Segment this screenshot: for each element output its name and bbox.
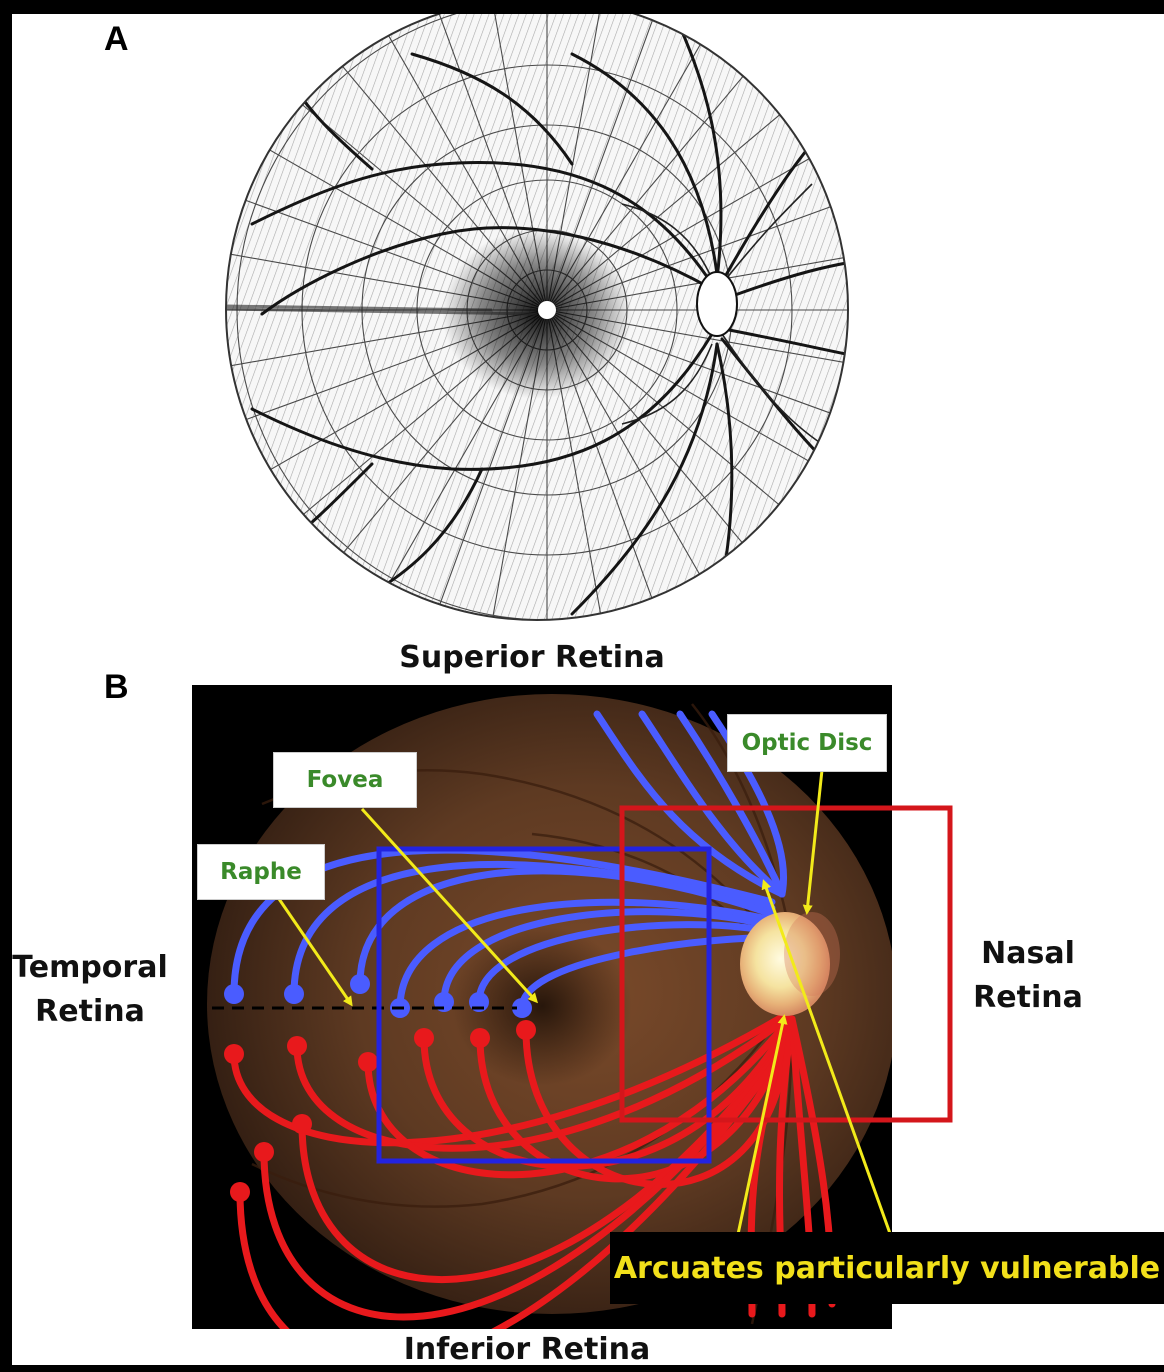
superior-fiber xyxy=(356,867,776,988)
superior-fiber xyxy=(290,860,776,998)
superior-retina-label: Superior Retina xyxy=(399,640,665,675)
inferior-retina-label: Inferior Retina xyxy=(403,1332,651,1367)
fiber-origin-dot xyxy=(224,1044,244,1064)
inferior-fiber xyxy=(293,1014,791,1152)
inferior-fiber xyxy=(364,1018,791,1179)
inferior-fiber xyxy=(476,1026,791,1183)
nasal-label-line1: Nasal xyxy=(981,936,1075,971)
fovea-callout: Fovea xyxy=(273,752,417,808)
fiber-origin-dot xyxy=(390,998,410,1018)
optic-disc-box xyxy=(619,805,953,1123)
inferior-fiber xyxy=(420,1022,791,1170)
panel-b-letter: B xyxy=(104,668,129,706)
retina-drawing xyxy=(225,14,849,621)
raphe-arrow xyxy=(275,895,353,1007)
fiber-origin-dot xyxy=(414,1028,434,1048)
figure-page: A xyxy=(12,14,1164,1367)
fiber-origin-dot xyxy=(292,1114,312,1134)
fiber-origin-dot xyxy=(224,984,244,1004)
nasal-retina-label: Nasal Retina xyxy=(958,932,1098,1020)
fiber-origin-dot xyxy=(254,1142,274,1162)
fiber-origin-dot xyxy=(516,1020,536,1040)
optic-disc-arrow xyxy=(802,769,824,915)
inferior-fiber xyxy=(522,1026,791,1188)
superior-fiber xyxy=(396,898,776,1012)
fovea-arrow xyxy=(360,807,539,1004)
optic-disc xyxy=(740,912,830,1016)
temporal-retina-label: Temporal Retina xyxy=(0,946,180,1034)
superior-fiber xyxy=(440,908,776,1006)
fiber-origin-dot xyxy=(358,1052,378,1072)
superior-fiber xyxy=(475,921,776,1006)
fiber-origin-dot xyxy=(469,992,489,1012)
arcuates-banner: Arcuates particularly vulnerable xyxy=(610,1232,1164,1304)
macula-box xyxy=(376,846,712,1164)
temporal-label-line2: Retina xyxy=(35,994,145,1029)
fiber-origin-dot xyxy=(434,992,454,1012)
fiber-origin-dot xyxy=(512,998,532,1018)
superior-fiber xyxy=(518,934,776,1012)
fiber-origin-dot xyxy=(470,1028,490,1048)
nasal-label-line2: Retina xyxy=(973,980,1083,1015)
banner-arrow-1 xyxy=(761,879,894,1240)
fiber-origin-dot xyxy=(230,1182,250,1202)
inferior-fiber xyxy=(236,1042,791,1329)
fiber-origin-dot xyxy=(350,974,370,994)
raphe-callout: Raphe xyxy=(197,844,325,900)
fiber-origin-dot xyxy=(284,984,304,1004)
optic-disc-callout: Optic Disc xyxy=(727,714,887,772)
inferior-fiber xyxy=(230,1010,791,1147)
panel-a-letter: A xyxy=(104,20,129,58)
fiber-origin-dot xyxy=(287,1036,307,1056)
temporal-label-line1: Temporal xyxy=(12,950,168,985)
banner-arrow-2 xyxy=(735,1014,788,1240)
